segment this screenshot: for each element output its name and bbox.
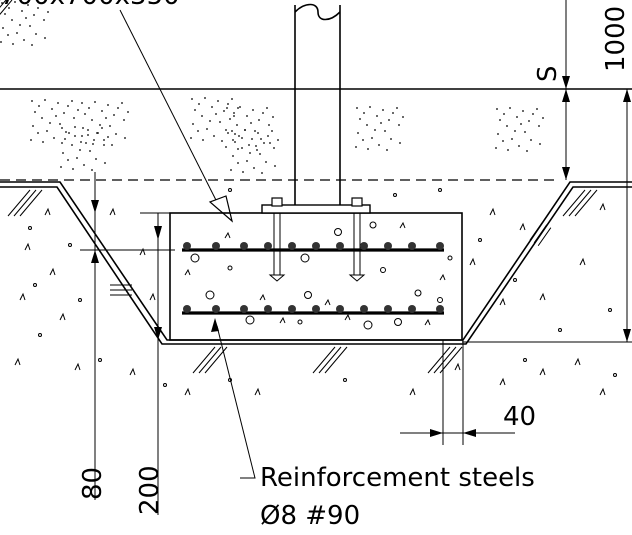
ground-hatch: [0, 0, 598, 374]
dim-1000-label: 1000: [601, 6, 631, 72]
dim-80: 80: [78, 172, 175, 500]
pole: [294, 3, 341, 208]
foundation-block: [169, 212, 463, 341]
dim-s-label: S: [533, 65, 563, 82]
rebar-bottom: [182, 305, 444, 315]
foundation-size-label: 700x700x350: [0, 0, 180, 11]
dim-80-label: 80: [78, 467, 108, 500]
rebar-label-line1: Reinforcement steels: [260, 463, 535, 493]
rebar-top: [182, 242, 444, 252]
concrete-aggregate: [184, 221, 453, 330]
soil-aggregate: [14, 188, 617, 396]
dim-40: 40: [400, 340, 536, 445]
dim-s: S: [533, 0, 570, 180]
size-leader: [119, 9, 234, 223]
dim-200: 200: [135, 212, 175, 515]
dim-1000: 1000: [462, 6, 632, 343]
rebar-leader: [211, 318, 256, 479]
anchor-bolts: [261, 197, 371, 282]
dim-40-label: 40: [503, 402, 536, 432]
rebar-label-line2: Ø8 #90: [260, 501, 360, 531]
dim-200-label: 200: [135, 465, 165, 515]
topsoil-stipple: [0, 1, 544, 174]
